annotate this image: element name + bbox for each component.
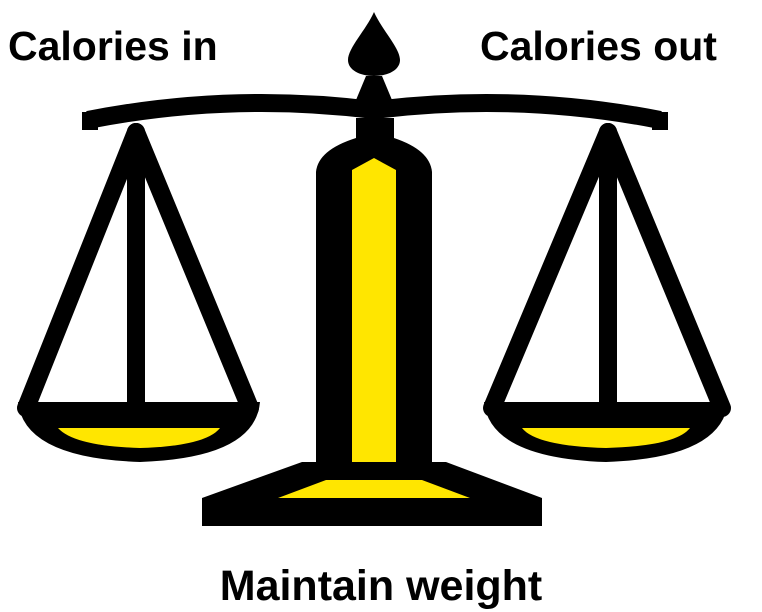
finial-drop [348,12,400,76]
beam-cap-right [652,112,668,130]
maintain-weight-label: Maintain weight [0,565,762,608]
beam-cap-left [82,112,98,130]
beam [88,103,660,120]
column-fill [352,158,396,464]
right-pan-strings [492,132,722,410]
left-pan-strings [26,132,250,410]
